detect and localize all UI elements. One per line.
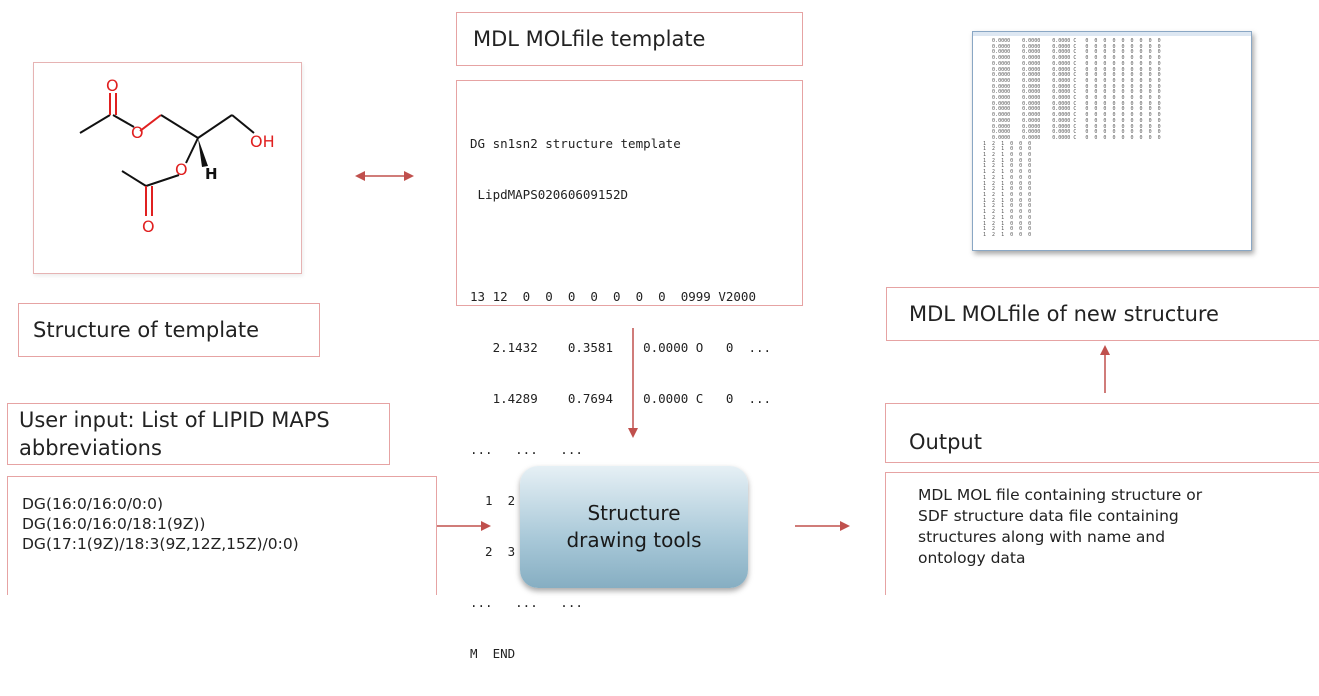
new-molfile-label: MDL MOLfile of new structure xyxy=(909,302,1219,326)
abbreviation-item: DG(16:0/16:0/0:0) xyxy=(22,495,164,513)
abbreviation-list: DG(16:0/16:0/0:0) DG(16:0/16:0/18:1(9Z))… xyxy=(22,494,436,554)
molfile-template-code: DG sn1sn2 structure template LipdMAPS020… xyxy=(470,101,802,696)
screenshot-line: 1 2 1 0 0 0 xyxy=(977,209,1032,216)
template-structure-box: O O OH H O O xyxy=(33,62,302,274)
output-description-box: MDL MOL file containing structure or SDF… xyxy=(885,472,1319,595)
atom-o-ester-bottom: O xyxy=(175,160,188,179)
molfile-line: ... ... ... xyxy=(470,442,583,457)
molfile-template-content-box: DG sn1sn2 structure template LipdMAPS020… xyxy=(456,80,803,661)
screenshot-line: 1 2 1 0 0 0 xyxy=(977,180,1032,187)
screenshot-line: 0.0000 0.0000 0.0000 C 0 0 0 0 0 0 0 0 0 xyxy=(977,134,1161,141)
screenshot-line: 0.0000 0.0000 0.0000 C 0 0 0 0 0 0 0 0 0 xyxy=(977,77,1161,84)
screenshot-line: 0.0000 0.0000 0.0000 C 0 0 0 0 0 0 0 0 0 xyxy=(977,112,1161,119)
user-input-label: User input: List of LIPID MAPS abbreviat… xyxy=(19,408,330,460)
molfile-line: 13 12 0 0 0 0 0 0 0 0999 V2000 xyxy=(470,289,756,304)
molfile-line xyxy=(470,237,802,254)
molfile-template-title: MDL MOLfile template xyxy=(473,27,706,51)
structure-of-template-label-box: Structure of template xyxy=(18,303,320,357)
screenshot-line: 0.0000 0.0000 0.0000 C 0 0 0 0 0 0 0 0 0 xyxy=(977,89,1161,96)
atom-o-ester-top: O xyxy=(131,123,144,142)
screenshot-line: 0.0000 0.0000 0.0000 C 0 0 0 0 0 0 0 0 0 xyxy=(977,72,1161,79)
user-input-list-box: DG(16:0/16:0/0:0) DG(16:0/16:0/18:1(9Z))… xyxy=(7,476,437,595)
screenshot-line: 1 2 1 0 0 0 xyxy=(977,169,1032,176)
molfile-line: 2.1432 0.3581 0.0000 O 0 ... xyxy=(470,340,772,355)
new-molfile-screenshot: 0.0000 0.0000 0.0000 C 0 0 0 0 0 0 0 0 0… xyxy=(972,31,1252,251)
atom-o-carbonyl-bottom: O xyxy=(142,217,155,236)
screenshot-line: 0.0000 0.0000 0.0000 C 0 0 0 0 0 0 0 0 0 xyxy=(977,38,1161,44)
screenshot-line: 1 2 1 0 0 0 xyxy=(977,146,1032,153)
user-input-label-box: User input: List of LIPID MAPS abbreviat… xyxy=(7,403,390,465)
screenshot-line: 1 2 1 0 0 0 xyxy=(977,174,1032,181)
screenshot-line: 0.0000 0.0000 0.0000 C 0 0 0 0 0 0 0 0 0 xyxy=(977,117,1161,124)
screenshot-line: 1 2 1 0 0 0 xyxy=(977,220,1032,227)
template-molecule-drawing: O O OH H O O xyxy=(79,76,275,236)
abbreviation-item: DG(17:1(9Z)/18:3(9Z,12Z,15Z)/0:0) xyxy=(22,535,299,553)
screenshot-line: 0.0000 0.0000 0.0000 C 0 0 0 0 0 0 0 0 0 xyxy=(977,95,1161,102)
molfile-line: ... ... ... xyxy=(470,595,583,610)
atom-h: H xyxy=(205,165,218,183)
tools-label-line2: drawing tools xyxy=(566,528,702,552)
screenshot-line: 1 2 1 0 0 0 xyxy=(977,231,1032,238)
screenshot-line: 1 2 1 0 0 0 xyxy=(977,191,1032,198)
screenshot-line: 1 2 1 0 0 0 xyxy=(977,163,1032,170)
screenshot-line: 1 2 1 0 0 0 xyxy=(977,197,1032,204)
molfile-template-title-box: MDL MOLfile template xyxy=(456,12,803,66)
atom-o-carbonyl-top: O xyxy=(106,76,119,95)
connector-arrows xyxy=(355,171,1110,531)
molfile-line: LipdMAPS02060609152D xyxy=(470,187,629,202)
molfile-line: 1.4289 0.7694 0.0000 C 0 ... xyxy=(470,391,772,406)
screenshot-line: 0.0000 0.0000 0.0000 C 0 0 0 0 0 0 0 0 0 xyxy=(977,83,1161,90)
screenshot-line: 0.0000 0.0000 0.0000 C 0 0 0 0 0 0 0 0 0 xyxy=(977,66,1161,73)
screenshot-line: 0.0000 0.0000 0.0000 C 0 0 0 0 0 0 0 0 0 xyxy=(977,106,1161,113)
screenshot-line: 1 2 1 0 0 0 xyxy=(977,186,1032,193)
output-description: MDL MOL file containing structure or SDF… xyxy=(918,486,1203,567)
atom-oh: OH xyxy=(250,132,275,151)
screenshot-line: 1 2 1 0 0 0 xyxy=(977,152,1032,159)
screenshot-line: 1 2 1 0 0 0 xyxy=(977,203,1032,210)
screenshot-line: 0.0000 0.0000 0.0000 C 0 0 0 0 0 0 0 0 0 xyxy=(977,43,1161,50)
screenshot-line: 0.0000 0.0000 0.0000 C 0 0 0 0 0 0 0 0 0 xyxy=(977,129,1161,136)
structure-drawing-tools: Structure drawing tools xyxy=(520,466,748,588)
screenshot-line: 0.0000 0.0000 0.0000 C 0 0 0 0 0 0 0 0 0 xyxy=(977,60,1161,67)
output-label-box: Output xyxy=(885,403,1319,463)
molfile-line: M END xyxy=(470,646,516,661)
screenshot-line: 1 2 1 0 0 0 xyxy=(977,214,1032,221)
screenshot-line: 1 2 1 0 0 0 xyxy=(977,140,1032,147)
screenshot-line: 0.0000 0.0000 0.0000 C 0 0 0 0 0 0 0 0 0 xyxy=(977,100,1161,107)
tools-label-line1: Structure xyxy=(587,501,681,525)
screenshot-text-block: 0.0000 0.0000 0.0000 C 0 0 0 0 0 0 0 0 0… xyxy=(973,36,1251,242)
screenshot-line: 0.0000 0.0000 0.0000 C 0 0 0 0 0 0 0 0 0 xyxy=(977,123,1161,130)
screenshot-line: 0.0000 0.0000 0.0000 C 0 0 0 0 0 0 0 0 0 xyxy=(977,49,1161,56)
abbreviation-item: DG(16:0/16:0/18:1(9Z)) xyxy=(22,515,206,533)
screenshot-line: 1 2 1 0 0 0 xyxy=(977,226,1032,233)
screenshot-line: 1 2 1 0 0 0 xyxy=(977,157,1032,164)
new-molfile-label-box: MDL MOLfile of new structure xyxy=(886,287,1319,341)
structure-of-template-label: Structure of template xyxy=(33,318,260,342)
output-label: Output xyxy=(909,430,982,454)
screenshot-line: 0.0000 0.0000 0.0000 C 0 0 0 0 0 0 0 0 0 xyxy=(977,55,1161,62)
molfile-line: DG sn1sn2 structure template xyxy=(470,136,681,151)
